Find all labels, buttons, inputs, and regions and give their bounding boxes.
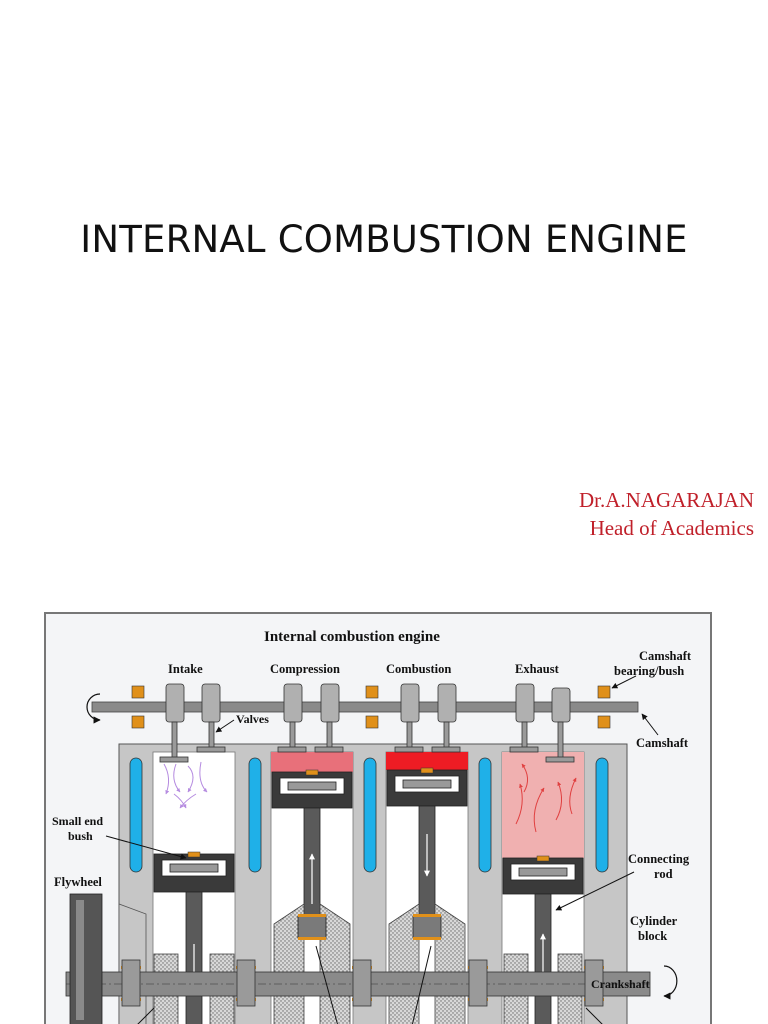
crankshaft-label: Crankshaft	[591, 977, 650, 991]
camshaft-bearings	[131, 685, 611, 729]
flywheel-label: Flywheel	[54, 875, 102, 889]
valves	[159, 721, 575, 763]
coolant-channel-4	[478, 757, 492, 873]
stroke-label-intake: Intake	[168, 662, 203, 676]
author-role: Head of Academics	[589, 516, 754, 540]
cams	[165, 683, 571, 723]
combustion-chamber	[386, 752, 468, 770]
small-end-bush-label: Small end bush	[52, 814, 106, 843]
camshaft	[91, 701, 639, 713]
author-name: Dr.A.NAGARAJAN	[578, 488, 754, 512]
connecting-rod-label: Connecting rod	[628, 852, 692, 881]
exhaust-gas	[502, 752, 584, 858]
cylinder-block-label: Cylinder block	[630, 914, 680, 943]
engine-diagram: Internal combustion engine Intake Compre…	[44, 612, 712, 1024]
coolant-channel-2	[248, 757, 262, 873]
slide-title: INTERNAL COMBUSTION ENGINE	[80, 218, 688, 261]
exhaust-flow-arrows	[515, 763, 577, 833]
coolant-channel-1	[129, 757, 143, 873]
valves-label: Valves	[236, 712, 269, 726]
stroke-label-compression: Compression	[270, 662, 340, 676]
camshaft-label: Camshaft	[636, 736, 689, 750]
stroke-label-combustion: Combustion	[386, 662, 451, 676]
diagram-heading: Internal combustion engine	[264, 629, 440, 645]
stroke-label-exhaust: Exhaust	[515, 662, 560, 676]
intake-flow-arrows	[163, 761, 208, 809]
pistons	[153, 769, 584, 895]
flywheel	[69, 893, 103, 1024]
coolant-channel-3	[363, 757, 377, 873]
author-block: Dr.A.NAGARAJAN Head of Academics	[579, 486, 754, 542]
coolant-channel-5	[595, 757, 609, 873]
camshaft-bearing-label: Camshaft bearing/bush	[614, 649, 694, 678]
compression-chamber	[271, 752, 353, 772]
